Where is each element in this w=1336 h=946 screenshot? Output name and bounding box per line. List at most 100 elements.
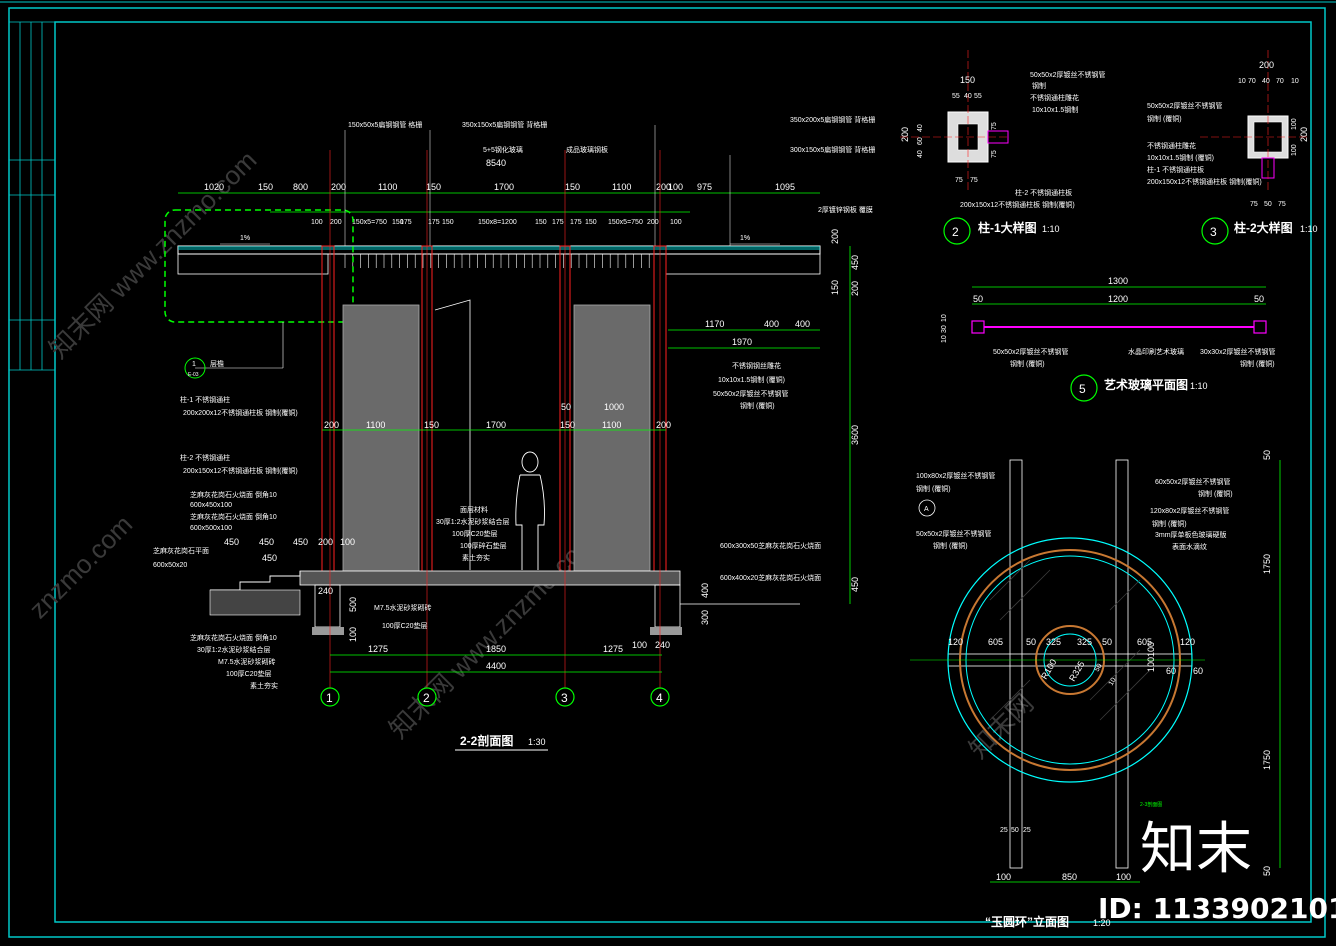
roof-slats: [344, 254, 650, 268]
section-scale: 1:30: [528, 737, 546, 747]
steps-base: [209, 589, 301, 616]
right-small-dims: 200 450 150 200: [830, 229, 860, 296]
stair-dims: 450 450 450 200 100 450: [224, 537, 355, 563]
elev-note-5: 钢制 (覆铜): [1152, 519, 1187, 528]
elev-100100: 100100: [1146, 642, 1156, 672]
elev-hdim-6: 605: [1137, 637, 1152, 647]
top-dim-6: 1700: [494, 182, 514, 192]
section-title: 2-2剖面图: [460, 733, 513, 748]
sub-dim-1: 200: [330, 219, 342, 226]
note-bl-1: 30厚1:2水泥砂浆结合层: [197, 645, 271, 654]
elev-hdim-2: 50: [1026, 637, 1036, 647]
top-dim-4: 1100: [378, 182, 397, 192]
dim-100-left: 100: [348, 627, 358, 642]
note-footing-0: M7.5水泥砂浆砌砖: [374, 603, 432, 612]
note-paving-2: 芝麻灰花岗石火烧面 倒角10: [190, 512, 277, 521]
watermark-text-3: znzmo.com: [23, 509, 138, 624]
note-top-4: 350x200x5扁钢钢管 背格栅: [790, 115, 875, 124]
note-left-2: 柱-2 不锈钢通柱: [180, 453, 230, 462]
note-right-0: 不锈钢钢丝雕花: [732, 361, 781, 370]
note-bl-0: 芝麻灰花岗石火烧面 倒角10: [190, 633, 277, 642]
note-bl-4: 素土夯实: [250, 681, 278, 690]
elev-note-3: 钢制 (覆铜): [1198, 489, 1233, 498]
d3-note-1: 钢制 (覆铜): [1147, 114, 1182, 123]
note-paving-5: 600x50x20: [153, 562, 187, 569]
d3-note-5: 200x150x12不锈钢通柱板 钢制(覆铜): [1147, 177, 1262, 186]
dim-240-right: 240: [655, 640, 670, 650]
detail-column-1: 150 55 40 55 200 40 60 40 75 75 75 75 50…: [900, 50, 1105, 245]
axis-bubble-4: [650, 687, 670, 707]
elev-bdim-0: 100: [996, 872, 1011, 882]
sub-dim-13: 200: [647, 219, 659, 226]
inner-frame: [54, 21, 1312, 923]
top-dim-5: 150: [426, 182, 441, 192]
d5-title: 艺术玻璃平面图: [1104, 377, 1188, 392]
d2-note-4: 柱-2 不锈钢通柱板: [1015, 188, 1072, 197]
top-dim-7: 150: [565, 182, 580, 192]
outer-frame: [8, 7, 1326, 938]
d3-dim-9: 75: [1250, 201, 1258, 208]
note-top-1: 350x150x5扁钢钢管 背格栅: [462, 120, 547, 129]
d2-dim-1: 55: [952, 93, 960, 100]
entry-steps: [210, 571, 301, 591]
note-paving-1: 600x450x100: [190, 502, 232, 509]
id-label: ID: 1133902101: [1098, 892, 1336, 925]
mid-dim-0: 200: [324, 420, 339, 430]
d3-dim-6: 200: [1299, 127, 1309, 142]
elev-note-6: 3mm厚单板色玻璃硬版: [1155, 530, 1227, 539]
mid-dim-2: 150: [424, 420, 439, 430]
top-dim-12: 1095: [775, 182, 795, 192]
mid-dim-5: 1100: [602, 420, 621, 430]
dim-50: 50: [561, 402, 571, 412]
d3-bubble: [1201, 217, 1229, 245]
note-top-2: 5+5钢化玻璃: [483, 145, 523, 154]
slope-right-label: 1%: [740, 235, 750, 242]
elev-25a: 25: [1000, 827, 1008, 834]
note-base-0: 面层材料: [460, 505, 488, 514]
note-left-1: 200x200x12不锈钢通柱板 钢制(覆铜): [183, 408, 298, 417]
dim-400: 400: [700, 583, 710, 598]
footing-right: [654, 584, 681, 628]
sub-dim-5: 175: [428, 219, 440, 226]
d3-dim-1: 10: [1238, 78, 1246, 85]
dim-300: 300: [700, 610, 710, 625]
human-scale-figure: [515, 451, 545, 570]
sub-dim-12: 150x5=750: [608, 219, 643, 226]
elev-hdim-3: 325: [1046, 637, 1061, 647]
d3-number: 3: [1210, 225, 1217, 239]
stair-dim-3: 200: [318, 537, 333, 547]
d5-note-2: 水晶印刷艺术玻璃: [1128, 347, 1184, 356]
d2-dim-3: 55: [974, 93, 982, 100]
stair-dim-5: 450: [262, 553, 277, 563]
top-dim-3: 200: [331, 182, 346, 192]
note-base-3: 100厚碎石垫层: [460, 541, 507, 550]
d3-note-3: 10x10x1.5钢制 (覆铜): [1147, 153, 1214, 162]
bottom-dim-2: 1850: [486, 644, 506, 654]
top-dim-11: 975: [697, 182, 712, 192]
dim-8540: 8540: [486, 158, 506, 168]
sub-dim-3: 150: [392, 219, 404, 226]
elev-50-diag: 50: [1094, 663, 1104, 673]
sub-dim-9: 175: [552, 219, 564, 226]
footing-base-left: [312, 627, 344, 635]
dim-400-b: 400: [795, 319, 810, 329]
d5-dim-6: 10: [941, 335, 948, 343]
notes-base: 面层材料 30厚1:2水泥砂浆结合层 100厚C20垫层 100厚碎石垫层 素土…: [374, 505, 510, 630]
d3-dim-7: 100: [1291, 118, 1298, 130]
roof-right-cantilever: [665, 253, 821, 275]
elev-vdim-3: 50: [1262, 866, 1272, 876]
d5-number: 5: [1079, 382, 1086, 396]
d2-note-2: 不锈钢通柱雕花: [1030, 93, 1079, 102]
elev-bdim-2: 100: [1116, 872, 1131, 882]
top-dim-8: 1100: [612, 182, 631, 192]
d3-dim-4: 70: [1276, 78, 1284, 85]
d3-note-4: 柱-1 不锈钢通柱板: [1147, 165, 1204, 174]
mid-dim-4: 150: [560, 420, 575, 430]
notes-bottom-left: 芝麻灰花岗石火烧面 倒角10 30厚1:2水泥砂浆结合层 M7.5水泥砂浆砌砖 …: [190, 633, 278, 690]
detail-callout-box: [164, 209, 354, 323]
stair-dim-1: 450: [259, 537, 274, 547]
sub-dim-10: 175: [570, 219, 582, 226]
d3-note-0: 50x50x2厚镀丝不锈钢管: [1147, 101, 1222, 110]
